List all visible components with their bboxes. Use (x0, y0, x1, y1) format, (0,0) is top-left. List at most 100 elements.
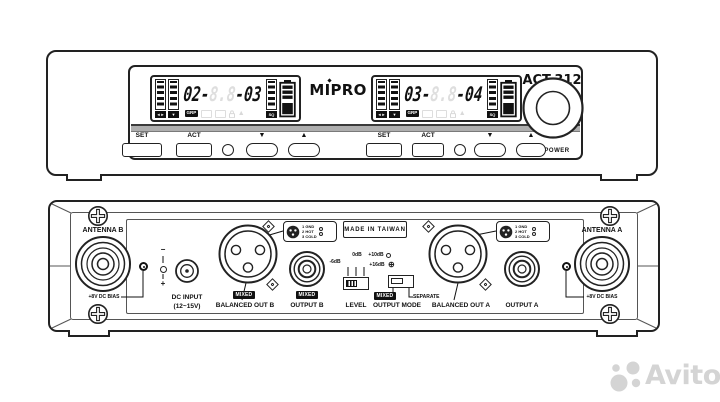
warning-icon: ▲ (237, 110, 245, 117)
rf-meter-a: ◄► (155, 79, 166, 118)
channel-digits: 03-8.8-04 (403, 79, 483, 109)
dc-input-label: DC INPUT (171, 294, 203, 301)
separate-label: SEPARATE (413, 294, 440, 300)
channel-number: -04 (455, 82, 484, 106)
made-in-label: MADE IN TAIWAN (343, 221, 407, 238)
rf-bars-icon (389, 79, 400, 110)
level-option-plus10: +10dB (368, 252, 384, 258)
button-group-2: SET ACT ▼ ▲ (366, 132, 546, 158)
sq-meter: SQ (266, 79, 277, 118)
pinout-text: 1 GND 2 HOT 3 COLD (302, 223, 317, 240)
mini-xlr-icon (499, 225, 513, 238)
level-adjust-screw-icon: ⊕ (388, 260, 395, 269)
antenna-b-connector (75, 236, 131, 292)
dc-input-range: (12~15V) (173, 303, 201, 310)
dc-bias-indicator (562, 262, 571, 271)
level-option-minus6: -6dB (329, 259, 341, 265)
front-divider-strip (131, 124, 580, 132)
output-a-label: OUTPUT A (505, 302, 539, 309)
channel-number: -03 (234, 82, 263, 106)
front-foot (600, 174, 638, 181)
output-mode-label: OUTPUT MODE (372, 302, 422, 309)
lcd-status-icons: GRP ▲ (402, 109, 485, 118)
channel-digits: 02-8.8-03 (182, 79, 262, 109)
polarity-minus: − (160, 245, 166, 254)
battery-icon (279, 80, 296, 118)
screw-icon (88, 206, 108, 226)
set-button[interactable] (122, 143, 162, 157)
balanced-out-b-xlr (218, 224, 278, 284)
front-foot (66, 174, 102, 181)
ghost-badge-icon (421, 109, 433, 118)
balanced-out-b-label: BALANCED OUT B (215, 302, 275, 309)
antenna-icon: ▼ (168, 111, 179, 118)
lcd-display-1: ◄► ▼ 02-8.8-03 GRP ▲ SQ (150, 75, 301, 122)
mini-xlr-icon (286, 225, 300, 238)
mixed-badge: MIXED (374, 292, 396, 300)
set-button-label: SET (135, 132, 149, 139)
up-button-label: ▲ (527, 132, 535, 139)
down-button[interactable] (246, 143, 278, 157)
polarity-plus: + (160, 279, 166, 288)
antenna-a-label: ANTENNA A (581, 227, 623, 234)
act-button[interactable] (412, 143, 444, 157)
sq-badge: SQ (266, 111, 277, 118)
pinout-terminals-icon (318, 226, 323, 237)
pinout-text: 1 GND 2 HOT 3 COLD (515, 223, 530, 240)
output-mode-switch[interactable] (388, 275, 414, 288)
lock-icon (228, 109, 235, 118)
group-number: 02- (182, 82, 211, 106)
level-switch-knob[interactable] (346, 279, 357, 287)
level-switch[interactable] (343, 277, 369, 290)
act-button-label: ACT (421, 132, 435, 139)
rear-foot (596, 330, 638, 337)
ghost-segments: 8.8 (208, 82, 237, 106)
watermark-text: Avito (645, 360, 720, 391)
set-button-label: SET (377, 132, 391, 139)
diversity-icon: ◄► (376, 111, 387, 118)
ghost-badge-icon (200, 109, 212, 118)
xlr-pinout-diagram: 1 GND 2 HOT 3 COLD (283, 221, 337, 242)
down-button-label: ▼ (486, 132, 494, 139)
rf-bars-icon (376, 79, 387, 110)
watermark: Avito (608, 356, 720, 400)
brand-logo: MIPRO (309, 78, 367, 99)
up-button[interactable] (516, 143, 546, 157)
down-button-label: ▼ (258, 132, 266, 139)
balanced-out-a-label: BALANCED OUT A (431, 302, 491, 309)
set-button[interactable] (366, 143, 402, 157)
mixed-badge: MIXED (233, 291, 255, 299)
sq-badge: SQ (487, 111, 498, 118)
rf-meter-b: ▼ (168, 79, 179, 118)
antenna-a-connector (574, 236, 630, 292)
level-label: LEVEL (345, 302, 367, 309)
sq-bars-icon (487, 79, 498, 110)
avito-logo-icon (610, 361, 641, 392)
level-option-plus16: +16dB (369, 262, 385, 268)
dc-bias-indicator (139, 262, 148, 271)
bevel-and-leader-lines (50, 203, 658, 329)
down-button[interactable] (474, 143, 506, 157)
power-label: POWER (544, 148, 570, 154)
screw-icon (600, 304, 620, 324)
up-button[interactable] (288, 143, 320, 157)
ghost-badge-icon (214, 109, 226, 118)
act-button-label: ACT (187, 132, 201, 139)
antenna-b-label: ANTENNA B (82, 227, 124, 234)
level-option-0: 0dB (352, 252, 362, 258)
group-number: 03- (403, 82, 432, 106)
rear-panel (48, 200, 660, 332)
power-knob[interactable] (521, 76, 585, 140)
rf-meter-b: ▼ (389, 79, 400, 118)
output-mode-knob[interactable] (391, 278, 403, 284)
dc-input-jack (175, 259, 199, 283)
output-b-jack (289, 251, 325, 287)
xlr-pinout-diagram: 1 GND 2 HOT 3 COLD (496, 221, 550, 242)
dc-bias-label: +8V DC BIAS (586, 294, 618, 300)
button-group-1: SET ACT ▼ ▲ (122, 132, 322, 158)
ir-sensor (454, 144, 466, 156)
grp-badge: GRP (185, 110, 198, 117)
lcd-center: 03-8.8-04 GRP ▲ (402, 79, 485, 118)
grp-badge: GRP (406, 110, 419, 117)
act-button[interactable] (176, 143, 212, 157)
